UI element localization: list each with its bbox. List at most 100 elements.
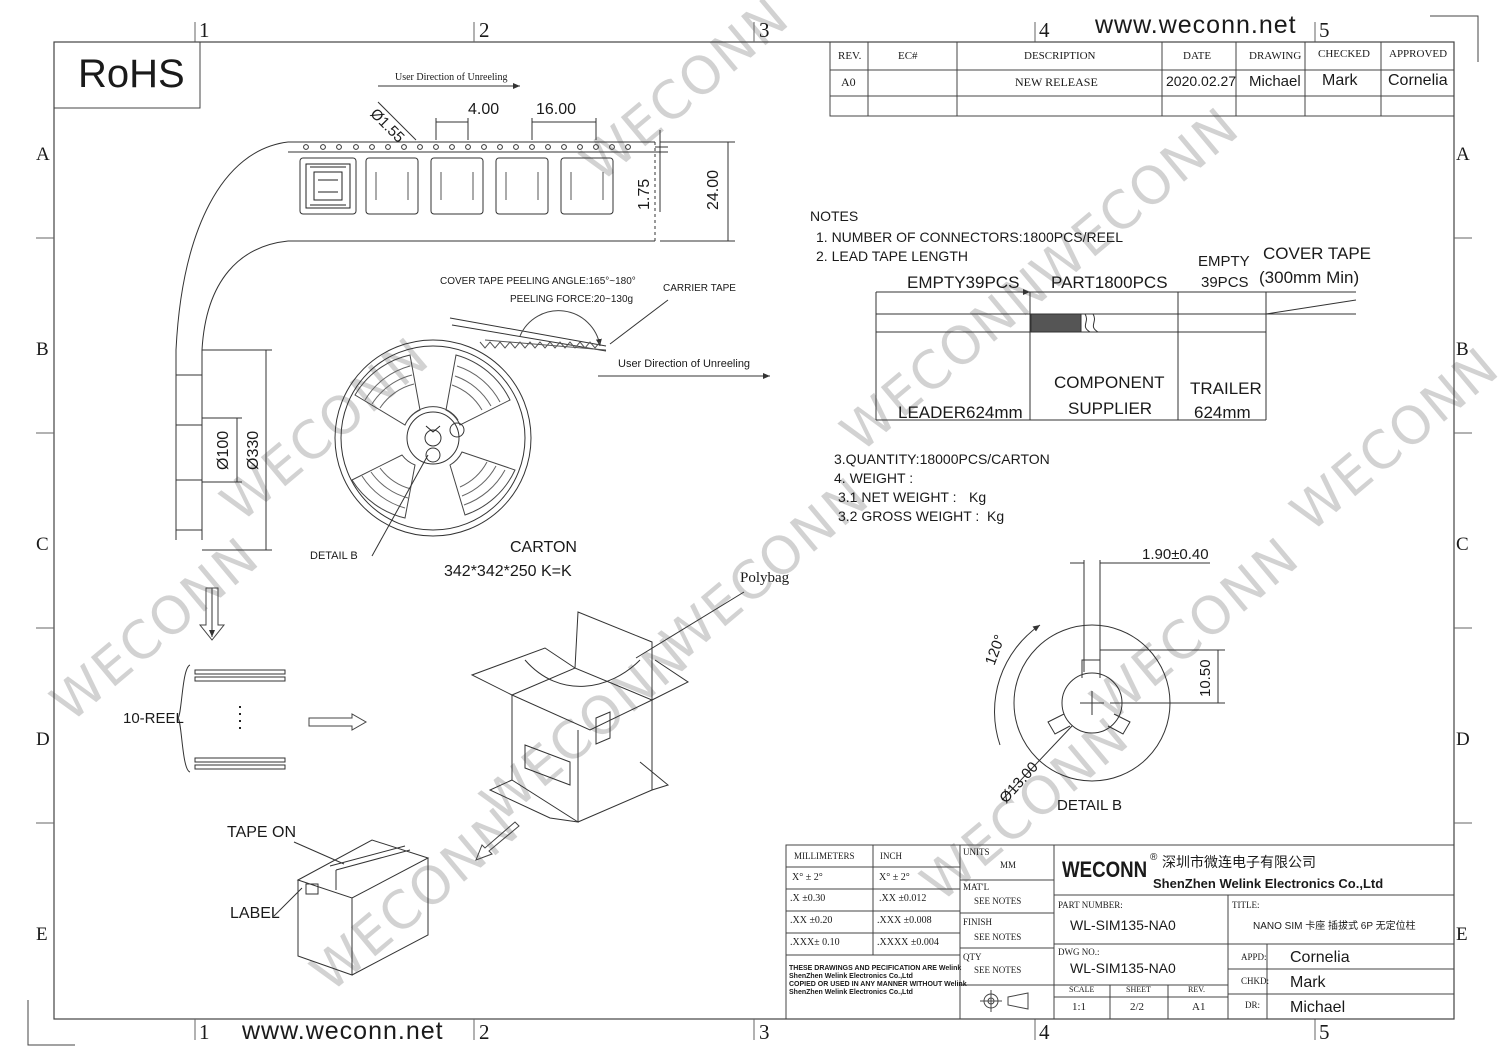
- note-3: 3.QUANTITY:18000PCS/CARTON: [834, 451, 1050, 467]
- disclaimer-line: THESE DRAWINGS AND PECIFICATION ARE Weli…: [789, 965, 962, 972]
- rev-header: REV.: [838, 50, 862, 62]
- tol-mm: X° ± 2°: [792, 872, 823, 883]
- note-4-2: 3.2 GROSS WEIGHT :: [838, 508, 980, 524]
- appd-value: Cornelia: [1290, 949, 1350, 966]
- box-label-label: LABEL: [230, 905, 280, 922]
- tol-mm: .XXX± 0.10: [790, 937, 840, 948]
- zone-col: 5: [1319, 1020, 1330, 1044]
- zone-row: D: [36, 729, 50, 750]
- notes-title: NOTES: [810, 208, 859, 224]
- detail-b-drawing: [994, 560, 1225, 801]
- cover-tape-2: (300mm Min): [1259, 268, 1360, 287]
- sheet-border: [53, 41, 1455, 1020]
- unreel-direction-reel: User Direction of Unreeling: [618, 358, 751, 370]
- revision-table-lines: [829, 41, 1455, 117]
- material-value: SEE NOTES: [974, 896, 1022, 906]
- zone-col: 3: [759, 1020, 770, 1044]
- tape-dimensions: [202, 83, 735, 551]
- packing-flow: [177, 587, 745, 976]
- zone-row: A: [36, 144, 50, 165]
- part-number-label: PART NUMBER:: [1058, 900, 1123, 910]
- rev-header: DESCRIPTION: [1024, 50, 1096, 62]
- cover-tape-1: COVER TAPE: [1263, 244, 1372, 263]
- finish-value: SEE NOTES: [974, 932, 1022, 942]
- chkd-label: CHKD:: [1241, 976, 1270, 986]
- note-4-2-unit: Kg: [987, 508, 1005, 524]
- rev-cell: 2020.02.27: [1166, 73, 1237, 89]
- tol-mm: .X ±0.30: [790, 893, 826, 904]
- note-2: 2. LEAD TAPE LENGTH: [816, 248, 968, 264]
- polybag-label: Polybag: [740, 570, 790, 586]
- reel-front: [334, 299, 770, 557]
- sheet-label: SHEET: [1126, 985, 1151, 994]
- detail-b-callout: DETAIL B: [310, 550, 358, 562]
- footer-website[interactable]: www.weconn.net: [242, 1017, 444, 1045]
- component-2: SUPPLIER: [1068, 399, 1153, 418]
- header-website[interactable]: www.weconn.net: [1095, 11, 1297, 39]
- pitch-holes-label: 4.00: [468, 101, 500, 118]
- peel-angle-label: COVER TAPE PEELING ANGLE:165°~180°: [440, 276, 636, 287]
- note-1: 1. NUMBER OF CONNECTORS:1800PCS/REEL: [816, 229, 1124, 245]
- zone-row: E: [1456, 924, 1468, 945]
- hole-offset-label: 1.75: [636, 178, 653, 210]
- zone-row: B: [1456, 339, 1469, 360]
- dr-label: DR:: [1245, 1000, 1261, 1010]
- rev-label: REV.: [1188, 985, 1205, 994]
- detail-b-title: DETAIL B: [1057, 797, 1123, 814]
- zone-col: 3: [759, 18, 770, 42]
- units-label: UNITS: [963, 847, 990, 857]
- tol-header-inch: INCH: [880, 851, 902, 861]
- finish-label: FINISH: [963, 917, 993, 927]
- zone-col: 2: [479, 1020, 490, 1044]
- rev-header: DATE: [1183, 50, 1212, 62]
- trailer-2: 624mm: [1194, 403, 1251, 422]
- rohs-mark: RoHS: [78, 52, 185, 96]
- zone-row: C: [1456, 534, 1469, 555]
- title-block-lines: [785, 844, 1455, 1020]
- rev-header: APPROVED: [1389, 48, 1448, 60]
- rev-cell: Mark: [1322, 72, 1358, 89]
- tol-header-mm: MILLIMETERS: [794, 851, 855, 861]
- reel-dia-label: Ø330: [245, 430, 262, 470]
- tol-inch: .XXX ±0.008: [877, 915, 932, 926]
- leader-label: LEADER624mm: [898, 403, 1023, 422]
- material-label: MAT'L: [963, 882, 990, 892]
- zone-col: 4: [1039, 18, 1050, 42]
- zone-row: B: [36, 339, 49, 360]
- slot-width-label: 1.90±0.40: [1142, 546, 1209, 563]
- zone-col: 4: [1039, 1020, 1050, 1044]
- drawing-title: NANO SIM 卡座 插拔式 6P 无定位柱: [1253, 921, 1416, 932]
- rev-header: EC#: [898, 50, 918, 62]
- zone-row: E: [36, 924, 48, 945]
- dr-value: Michael: [1290, 999, 1346, 1016]
- tape-width-label: 24.00: [705, 169, 722, 210]
- dwg-no-label: DWG NO.:: [1058, 947, 1100, 957]
- trail-empty-2: 39PCS: [1201, 274, 1249, 291]
- title-label: TITLE:: [1232, 900, 1260, 910]
- sheet-value: 2/2: [1130, 1001, 1145, 1013]
- zone-row: A: [1456, 144, 1470, 165]
- rev-header: DRAWING: [1249, 50, 1302, 62]
- disclaimer-line: ShenZhen Welink Electronics Co.,Ltd: [789, 989, 913, 996]
- rev-value: A1: [1192, 1001, 1206, 1013]
- part-number: WL-SIM135-NA0: [1070, 917, 1176, 933]
- units-value: MM: [1000, 860, 1017, 870]
- qty-value: SEE NOTES: [974, 965, 1022, 975]
- tol-inch: .XXXX ±0.004: [877, 937, 939, 948]
- trailer-1: TRAILER: [1190, 379, 1262, 398]
- qty-label: QTY: [963, 952, 982, 962]
- lead-empty: EMPTY39PCS: [907, 273, 1020, 292]
- unreel-direction-top: User Direction of Unreeling: [395, 72, 508, 83]
- zone-col: 1: [199, 18, 210, 42]
- chkd-value: Mark: [1290, 974, 1326, 991]
- carton-label: CARTON: [510, 539, 577, 556]
- rev-cell: Michael: [1249, 73, 1301, 90]
- appd-label: APPD:: [1241, 952, 1267, 962]
- slot-depth-label: 10.50: [1197, 659, 1214, 697]
- rev-header: CHECKED: [1318, 48, 1370, 60]
- tape-on-label: TAPE ON: [227, 824, 297, 841]
- hub-dia-label: Ø100: [215, 430, 232, 470]
- rohs-box: [53, 41, 201, 109]
